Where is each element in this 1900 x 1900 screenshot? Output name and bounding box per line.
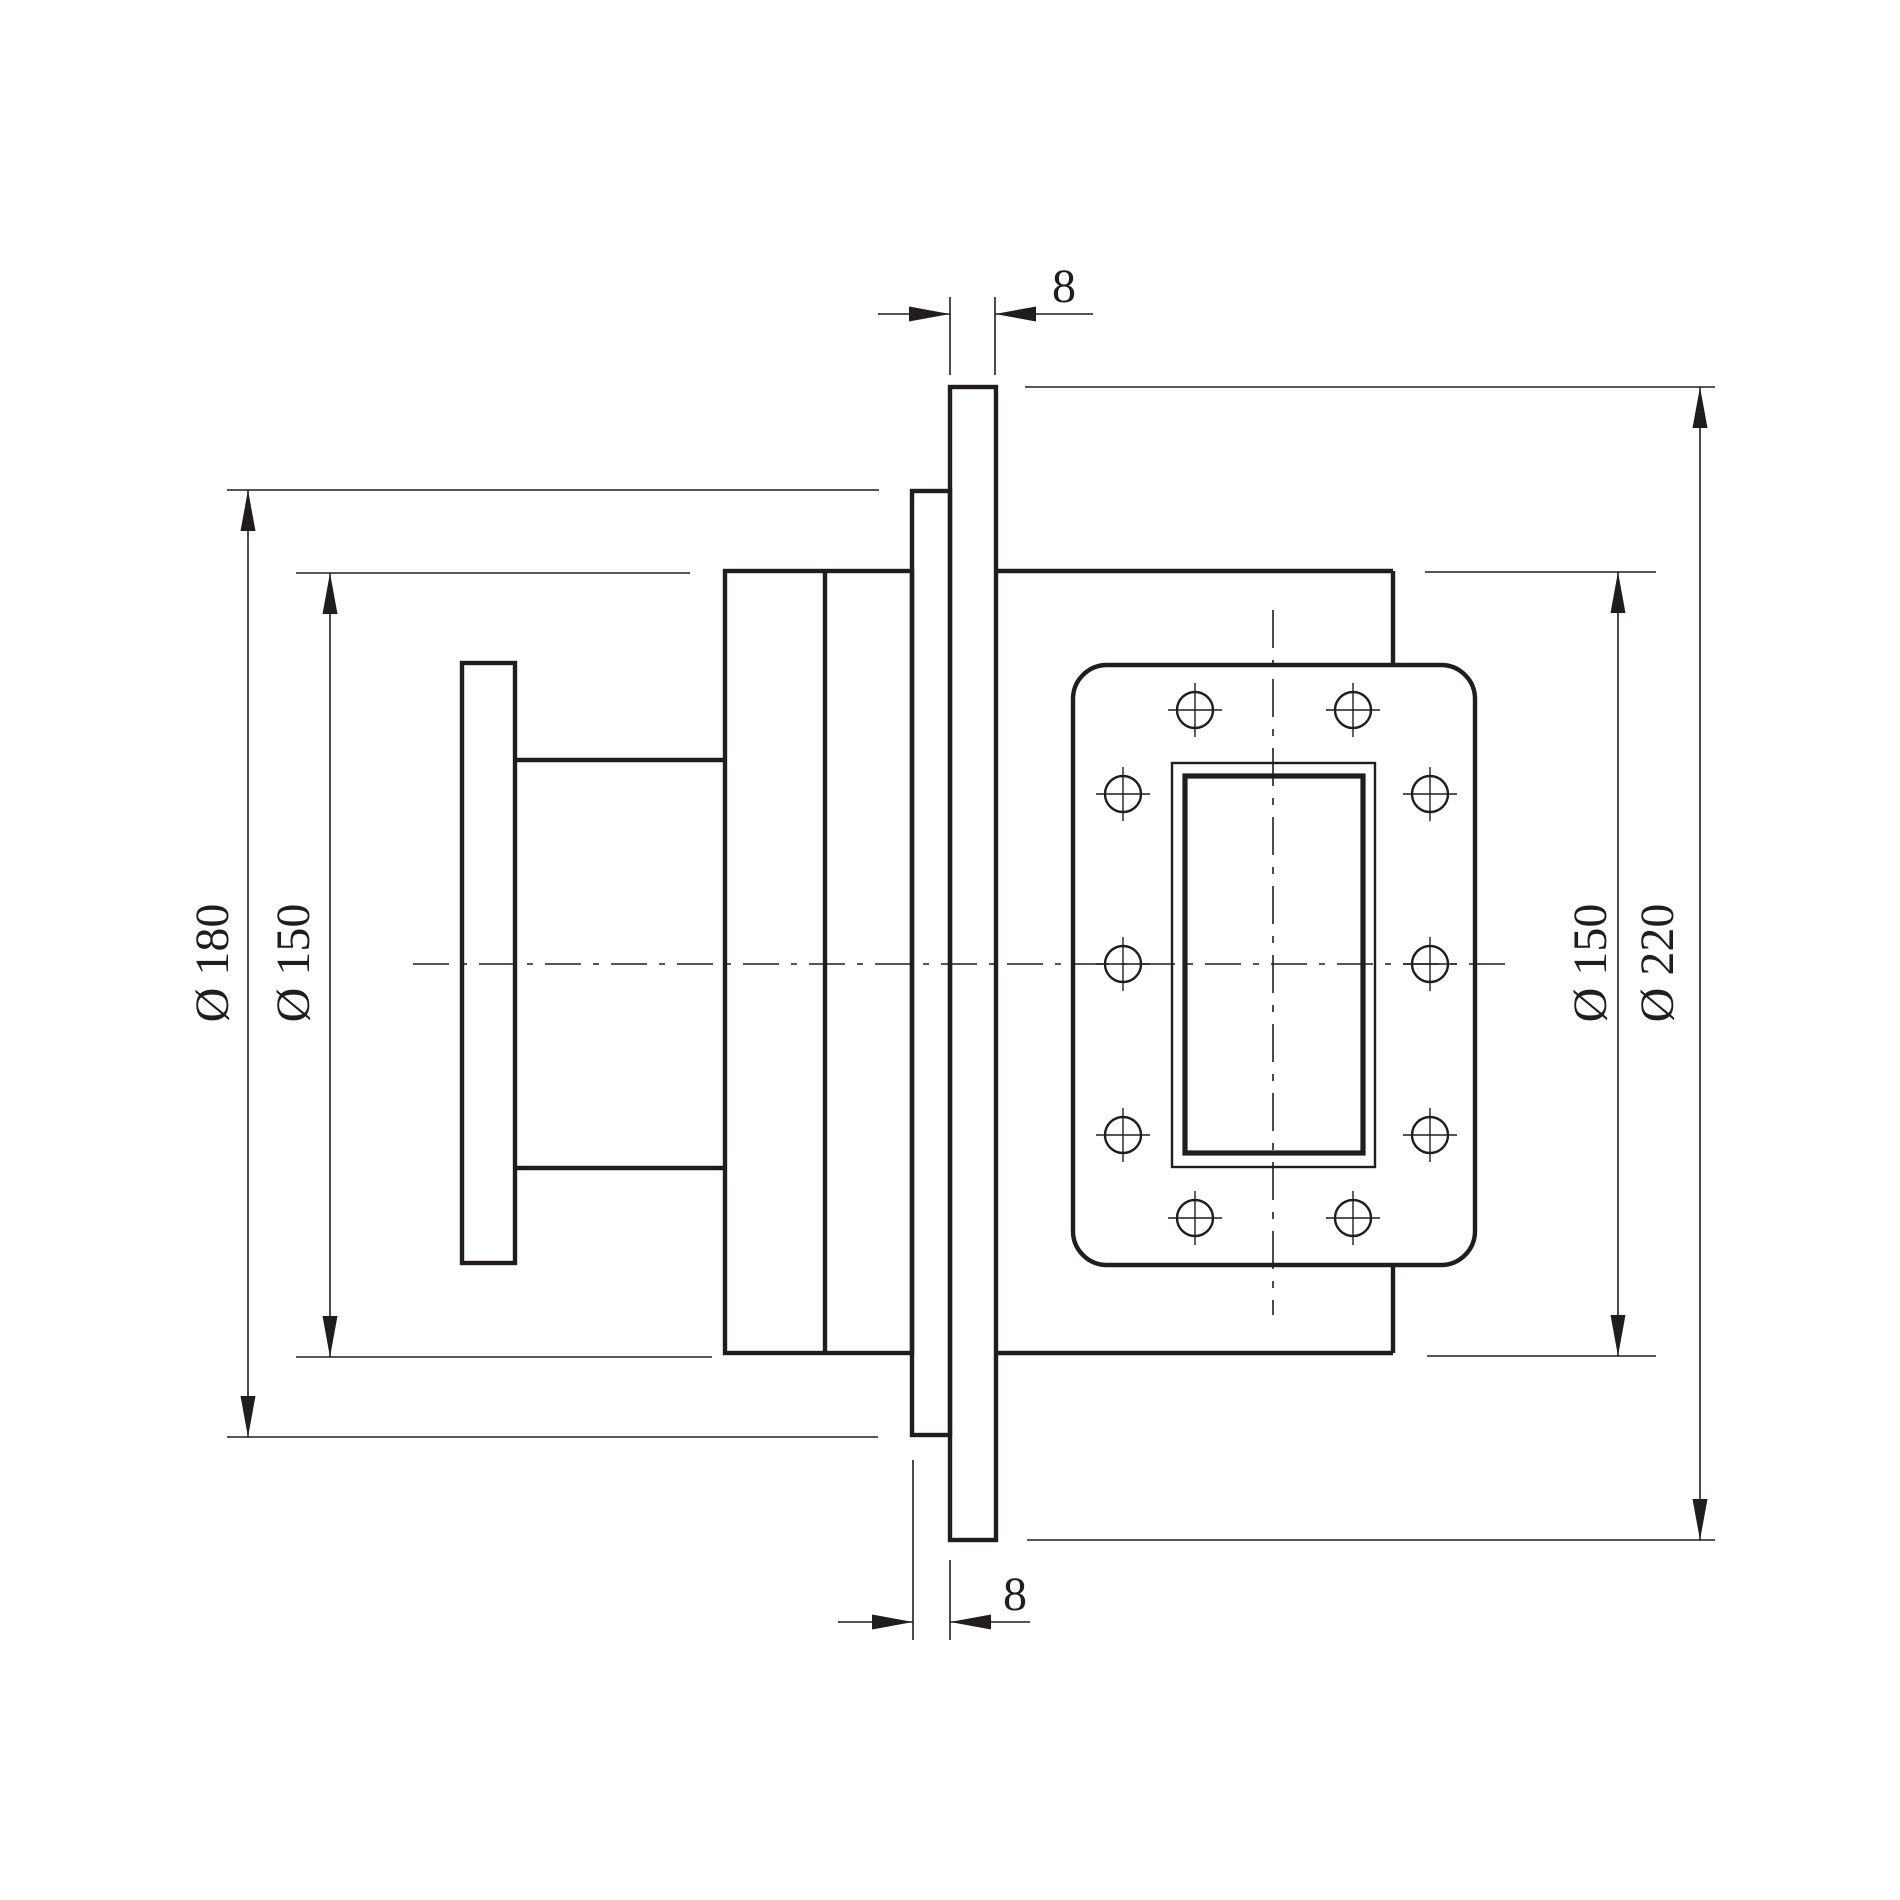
dimension-label-thickness-top: 8	[1052, 260, 1076, 313]
dimension-thickness-8-bottom: 8	[838, 1460, 1030, 1640]
arrowhead-down-icon	[322, 1316, 338, 1357]
bolt-hole	[1403, 1108, 1457, 1162]
dimension-label-thickness-bottom: 8	[1003, 1568, 1027, 1621]
dimension-label-diameter-180: Ø 180	[186, 904, 239, 1023]
dimension-label-diameter-150-left: Ø 150	[267, 904, 320, 1023]
arrowhead-down-icon	[1610, 1315, 1626, 1356]
bolt-hole	[1168, 683, 1222, 737]
arrowhead-right-icon	[909, 306, 950, 322]
dimension-label-diameter-150-right: Ø 150	[1564, 904, 1617, 1023]
body-left-section	[722, 568, 915, 1356]
arrowhead-left-icon	[950, 1614, 991, 1630]
arrowhead-down-icon	[1692, 1499, 1708, 1540]
flange-front-view	[1070, 662, 1478, 1268]
arrowhead-up-icon	[1610, 572, 1626, 613]
arrowhead-left-icon	[995, 306, 1036, 322]
bolt-hole	[1096, 767, 1150, 821]
arrowhead-down-icon	[240, 1396, 256, 1437]
centerlines	[413, 610, 1513, 1315]
bolt-hole	[1096, 1108, 1150, 1162]
dimension-diameter-220: Ø 220	[1025, 386, 1715, 1541]
arrowhead-up-icon	[322, 573, 338, 614]
arrowhead-up-icon	[1692, 387, 1708, 428]
dimension-label-diameter-220: Ø 220	[1631, 904, 1684, 1023]
bolt-hole	[1403, 767, 1457, 821]
bolt-hole	[1326, 683, 1380, 737]
dimension-diameter-150-left: Ø 150	[267, 572, 712, 1358]
arrowhead-up-icon	[240, 490, 256, 531]
bolt-hole	[1168, 1191, 1222, 1245]
left-flange-plate	[459, 660, 518, 1266]
dimension-diameter-180: Ø 180	[186, 489, 879, 1438]
side-view	[459, 384, 1396, 1543]
flange-outline	[1070, 662, 1478, 1268]
dimension-thickness-8-top: 8	[878, 260, 1093, 375]
arrowhead-right-icon	[872, 1614, 913, 1630]
bolt-hole	[1326, 1191, 1380, 1245]
dimension-diameter-150-right: Ø 150	[1425, 571, 1656, 1357]
plate-diameter-180	[909, 488, 953, 1438]
